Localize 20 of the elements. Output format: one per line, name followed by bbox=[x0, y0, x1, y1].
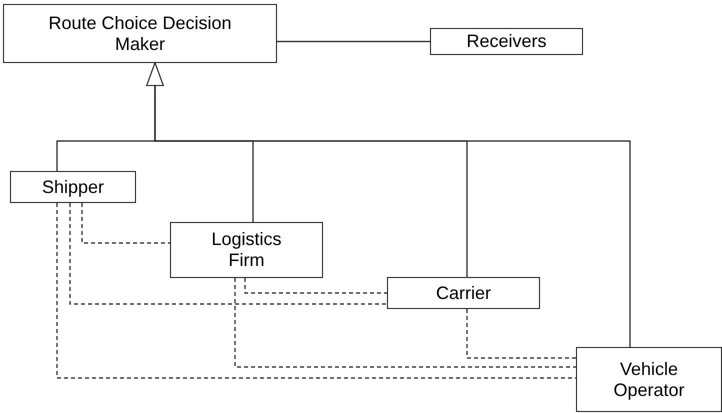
connector-line bbox=[56, 203, 576, 379]
entity-box bbox=[3, 4, 277, 63]
entity-label: Route Choice Decision Maker bbox=[47, 12, 233, 54]
entity-label: Receivers bbox=[466, 31, 547, 52]
connector-line bbox=[234, 278, 576, 368]
entity-box bbox=[10, 171, 136, 203]
connector-line bbox=[69, 203, 387, 305]
entity-box bbox=[430, 28, 583, 55]
entity-box bbox=[576, 347, 722, 412]
generalization-arrow bbox=[146, 62, 631, 347]
connector-line bbox=[244, 278, 387, 294]
connector-line bbox=[277, 40, 430, 42]
entity-box bbox=[387, 277, 540, 309]
entity-label: Shipper bbox=[42, 176, 104, 198]
connector-line bbox=[466, 309, 576, 359]
entity-label: Carrier bbox=[436, 282, 491, 304]
entity-box bbox=[170, 222, 323, 278]
connector-line bbox=[81, 203, 170, 244]
entity-label: Logistics Firm bbox=[210, 229, 283, 271]
entity-label: Vehicle Operator bbox=[612, 358, 686, 400]
